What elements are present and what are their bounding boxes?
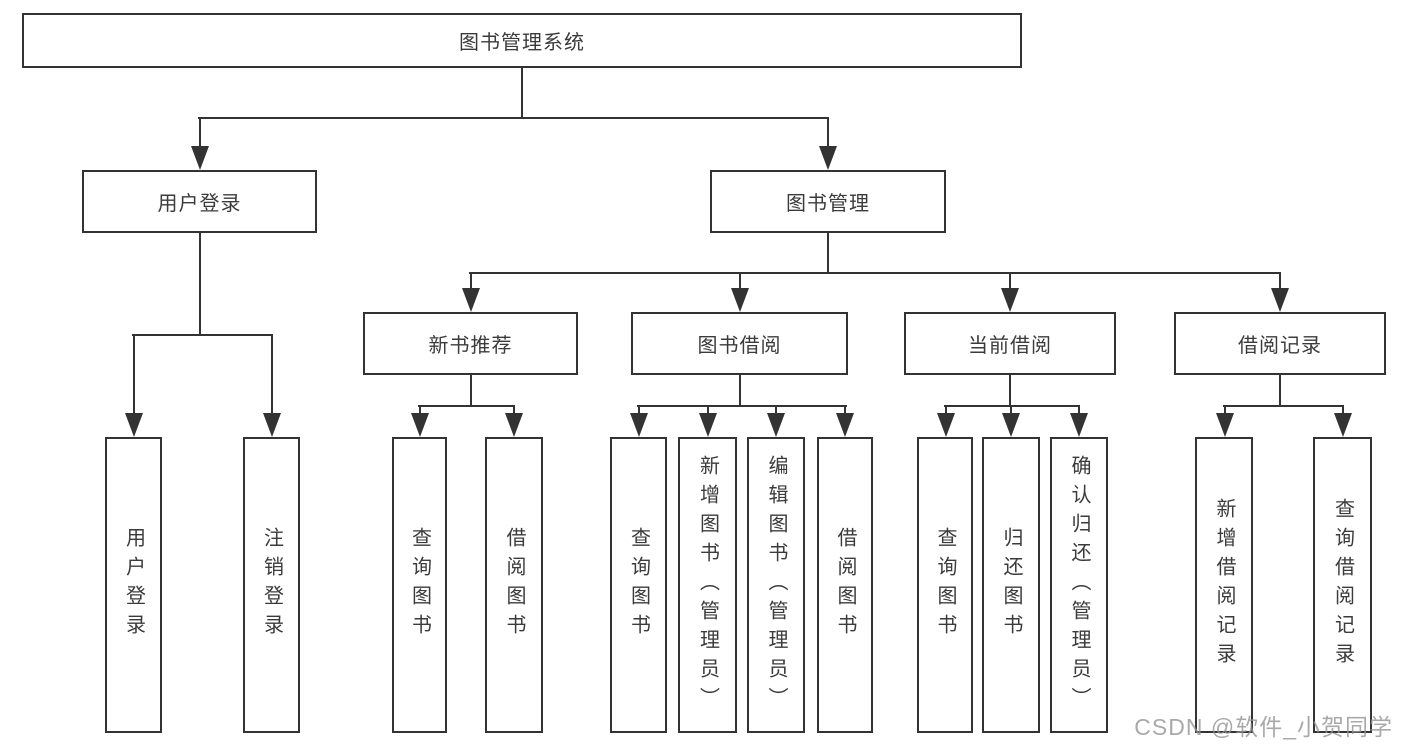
node-leaf-br-add-record-label: 新增借阅记录	[1213, 498, 1235, 672]
node-leaf-nb-query-books: 查询图书	[392, 437, 447, 733]
connector-new-books-drop	[469, 272, 472, 294]
arrowhead-book-borrow	[730, 288, 749, 312]
node-root-system: 图书管理系统	[22, 13, 1022, 68]
node-leaf-br-add-record: 新增借阅记录	[1195, 437, 1253, 733]
connector-book-borrow-stem	[738, 375, 741, 405]
connector-cb-confirm-drop	[1078, 405, 1080, 419]
node-leaf-cb-confirm-return-label: 确认归还（管理员）	[1068, 454, 1090, 716]
node-leaf-nb-query-books-label: 查询图书	[408, 527, 431, 643]
connector-book-mgmt-drop	[826, 117, 829, 153]
node-leaf-bb-query-books: 查询图书	[610, 437, 667, 733]
node-leaf-bb-edit-books-label: 编辑图书（管理员）	[765, 454, 787, 716]
connector-book-borrow-drop	[738, 272, 741, 294]
connector-current-borrow-bus	[944, 405, 1080, 407]
node-new-book-recommend-label: 新书推荐	[428, 335, 513, 357]
node-leaf-bb-query-books-label: 查询图书	[627, 527, 650, 643]
arrowhead-nb-borrow	[505, 413, 523, 437]
node-leaf-logout: 注销登录	[243, 437, 300, 733]
node-book-management: 图书管理	[710, 170, 946, 233]
node-leaf-nb-borrow-books-label: 借阅图书	[503, 527, 525, 643]
node-new-book-recommend: 新书推荐	[363, 312, 578, 375]
node-book-borrowing: 图书借阅	[631, 312, 848, 375]
node-root-label: 图书管理系统	[459, 32, 585, 54]
connector-user-login-bus	[132, 334, 273, 336]
connector-root-stem	[521, 68, 523, 117]
node-leaf-cb-return-books-label: 归还图书	[1000, 527, 1022, 643]
connector-leaf-login-drop	[132, 334, 135, 419]
arrowhead-book-mgmt	[818, 146, 837, 170]
connector-br-add-drop	[1223, 405, 1226, 419]
connector-new-books-bus	[418, 405, 515, 407]
node-current-borrowing-label: 当前借阅	[968, 335, 1052, 357]
node-leaf-user-login: 用户登录	[105, 437, 162, 733]
connector-bb-borrow-drop	[844, 405, 846, 419]
node-user-login-label: 用户登录	[157, 193, 242, 215]
arrowhead-cb-return	[1002, 413, 1020, 437]
connector-book-borrow-bus	[637, 405, 847, 407]
arrowhead-br-add	[1215, 413, 1234, 437]
node-leaf-cb-return-books: 归还图书	[982, 437, 1040, 733]
arrowhead-new-books	[461, 288, 480, 312]
arrowhead-current-borrow	[1001, 288, 1019, 312]
arrowhead-user-login	[190, 146, 209, 170]
arrowhead-borrow-records	[1271, 288, 1289, 312]
node-borrowing-records: 借阅记录	[1174, 312, 1386, 375]
connector-new-books-stem	[469, 375, 472, 405]
connector-borrow-records-bus	[1223, 405, 1344, 407]
node-leaf-bb-borrow-books-label: 借阅图书	[834, 527, 856, 643]
arrowhead-leaf-login	[124, 413, 143, 437]
node-leaf-cb-confirm-return: 确认归还（管理员）	[1050, 437, 1108, 733]
connector-current-borrow-stem	[1009, 375, 1011, 405]
node-borrowing-records-label: 借阅记录	[1238, 335, 1322, 357]
node-leaf-logout-label: 注销登录	[260, 527, 283, 643]
node-leaf-nb-borrow-books: 借阅图书	[485, 437, 543, 733]
arrowhead-bb-query	[629, 413, 648, 437]
node-leaf-user-login-label: 用户登录	[122, 527, 145, 643]
arrowhead-bb-add	[698, 413, 717, 437]
connector-level2-bus	[198, 117, 829, 119]
node-book-management-label: 图书管理	[786, 193, 870, 215]
node-leaf-br-query-record: 查询借阅记录	[1313, 437, 1372, 733]
arrowhead-nb-query	[410, 413, 429, 437]
node-leaf-cb-query-books-label: 查询图书	[934, 527, 956, 643]
connector-user-login-stem	[198, 233, 201, 334]
arrowhead-cb-query	[936, 413, 955, 437]
connector-cb-query-drop	[944, 405, 947, 419]
connector-current-borrow-drop	[1009, 272, 1011, 294]
node-user-login: 用户登录	[82, 170, 317, 233]
arrowhead-br-query	[1333, 413, 1352, 437]
node-leaf-bb-add-books: 新增图书（管理员）	[678, 437, 737, 733]
connector-user-login-drop	[198, 117, 201, 153]
node-leaf-br-query-record-label: 查询借阅记录	[1331, 498, 1354, 672]
node-current-borrowing: 当前借阅	[904, 312, 1116, 375]
node-leaf-bb-edit-books: 编辑图书（管理员）	[747, 437, 805, 733]
node-leaf-bb-add-books-label: 新增图书（管理员）	[696, 454, 719, 716]
connector-level3-bus	[469, 272, 1281, 274]
connector-bb-edit-drop	[775, 405, 777, 419]
connector-cb-return-drop	[1010, 405, 1012, 419]
arrowhead-cb-confirm	[1070, 413, 1088, 437]
connector-borrow-records-stem	[1279, 375, 1281, 405]
arrowhead-leaf-logout	[262, 413, 281, 437]
connector-book-mgmt-stem	[826, 233, 829, 272]
arrowhead-bb-edit	[767, 413, 785, 437]
connector-nb-borrow-drop	[513, 405, 515, 419]
connector-bb-query-drop	[637, 405, 640, 419]
connector-borrow-records-drop	[1279, 272, 1281, 294]
connector-leaf-logout-drop	[270, 334, 273, 419]
arrowhead-bb-borrow	[836, 413, 854, 437]
connector-bb-add-drop	[706, 405, 709, 419]
node-leaf-bb-borrow-books: 借阅图书	[817, 437, 873, 733]
connector-nb-query-drop	[418, 405, 421, 419]
csdn-watermark: CSDN @软件_小贺同学	[1134, 714, 1393, 740]
connector-br-query-drop	[1341, 405, 1344, 419]
node-leaf-cb-query-books: 查询图书	[917, 437, 973, 733]
node-book-borrowing-label: 图书借阅	[697, 335, 782, 357]
